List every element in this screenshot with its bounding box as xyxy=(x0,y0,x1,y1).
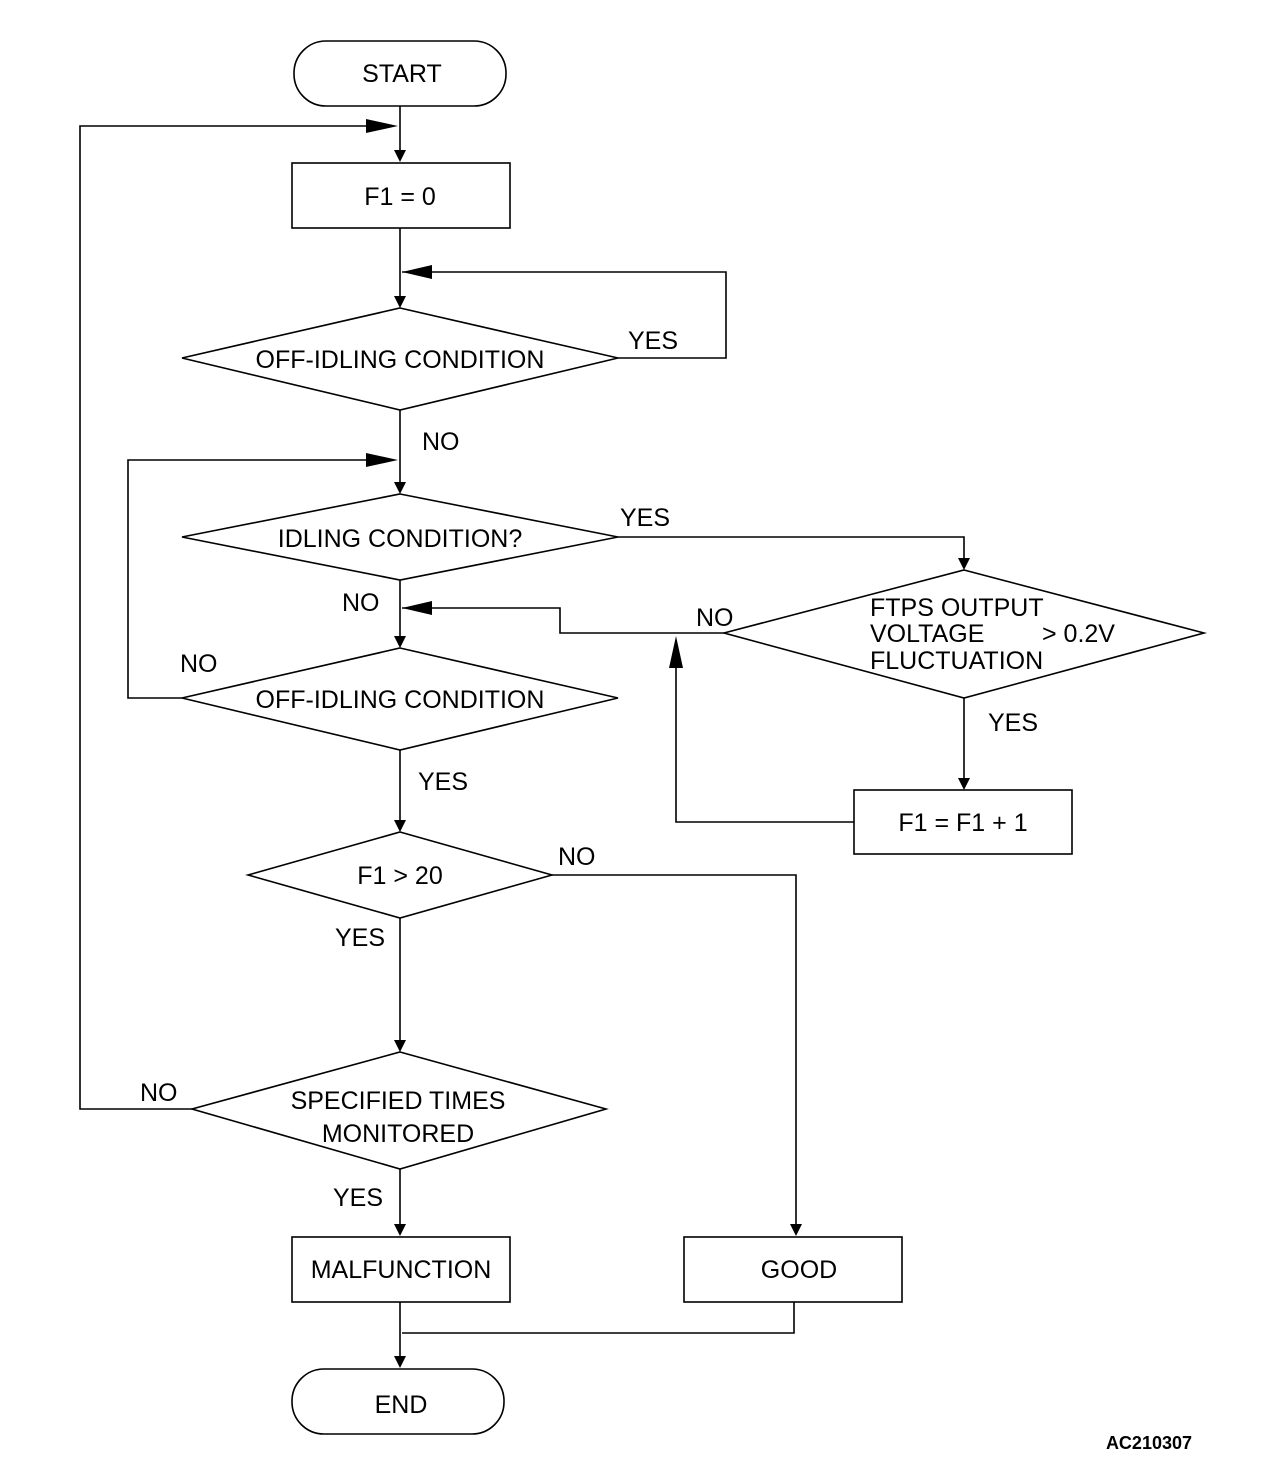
f1-increment-box: F1 = F1 + 1 xyxy=(853,789,1073,855)
idling-label: IDLING CONDITION? xyxy=(278,525,522,553)
start-terminal: START xyxy=(293,40,507,107)
connector-increment-return xyxy=(675,646,854,823)
arrow-head xyxy=(394,636,406,648)
ftps-line-2: VOLTAGE xyxy=(870,620,984,648)
idling-decision: IDLING CONDITION? xyxy=(181,493,619,581)
ftps-yes-label: YES xyxy=(988,709,1038,737)
arrow-head xyxy=(366,119,398,133)
malfunction-label: MALFUNCTION xyxy=(311,1256,492,1284)
good-box: GOOD xyxy=(683,1236,903,1303)
arrow-head xyxy=(394,820,406,832)
idling-yes-label: YES xyxy=(620,504,670,532)
end-label: END xyxy=(375,1391,428,1419)
arrow-head xyxy=(394,1356,406,1368)
specified-no-label: NO xyxy=(140,1079,178,1107)
arrow-head xyxy=(958,778,970,790)
ftps-decision: FTPS OUTPUT VOLTAGE > 0.2V FLUCTUATION xyxy=(720,569,1208,699)
f1-reset-label: F1 = 0 xyxy=(364,183,436,211)
f1-threshold-decision: F1 > 20 xyxy=(245,831,555,919)
arrow-head xyxy=(394,150,406,162)
specified-yes-label: YES xyxy=(333,1184,383,1212)
arrow-head xyxy=(402,601,432,615)
f1-threshold-no-label: NO xyxy=(558,843,596,871)
connector-ftps-no xyxy=(402,607,724,634)
end-terminal: END xyxy=(291,1368,505,1435)
arrow-head xyxy=(366,453,398,467)
specified-line-2: MONITORED xyxy=(322,1120,474,1148)
off-idling-decision-1: OFF-IDLING CONDITION xyxy=(181,307,619,411)
off-idling-decision-2: OFF-IDLING CONDITION xyxy=(181,647,619,751)
arrow-head xyxy=(394,1040,406,1052)
idling-no-label: NO xyxy=(342,589,380,617)
arrow-head xyxy=(394,296,406,308)
arrow-head xyxy=(394,1224,406,1236)
arrow-head xyxy=(402,265,432,279)
arrow-head xyxy=(790,1224,802,1236)
good-label: GOOD xyxy=(761,1256,837,1284)
connector-good-to-end xyxy=(402,1302,795,1334)
f1-threshold-yes-label: YES xyxy=(335,924,385,952)
off-idling-1-label: OFF-IDLING CONDITION xyxy=(256,346,545,374)
ftps-no-label: NO xyxy=(696,604,734,632)
ftps-line-3: FLUCTUATION xyxy=(870,647,1043,675)
start-label: START xyxy=(362,60,442,88)
connector-specified-no-loop xyxy=(79,125,390,1110)
off-idling-2-yes-label: YES xyxy=(418,768,468,796)
off-idling-1-no-label: NO xyxy=(422,428,460,456)
connector-idling-yes-to-ftps xyxy=(618,536,965,558)
arrow-head xyxy=(669,636,683,668)
malfunction-box: MALFUNCTION xyxy=(291,1236,511,1303)
f1-reset-box: F1 = 0 xyxy=(291,162,511,229)
arrow-head xyxy=(394,482,406,494)
off-idling-2-no-label: NO xyxy=(180,650,218,678)
off-idling-2-label: OFF-IDLING CONDITION xyxy=(256,686,545,714)
f1-threshold-label: F1 > 20 xyxy=(357,862,442,890)
connector-f1gt20-no-to-good xyxy=(552,874,797,1224)
connector-offidling-yes-loop xyxy=(402,271,727,359)
specified-times-decision: SPECIFIED TIMES MONITORED xyxy=(189,1051,609,1170)
ftps-threshold: > 0.2V xyxy=(1042,620,1115,648)
figure-code: AC210307 xyxy=(1106,1433,1192,1453)
arrow-head xyxy=(958,558,970,570)
specified-line-1: SPECIFIED TIMES xyxy=(291,1087,506,1115)
f1-increment-label: F1 = F1 + 1 xyxy=(898,809,1027,837)
off-idling-1-yes-label: YES xyxy=(628,327,678,355)
connector-offidling2-no-loop xyxy=(127,459,390,699)
ftps-line-1: FTPS OUTPUT xyxy=(870,594,1044,622)
